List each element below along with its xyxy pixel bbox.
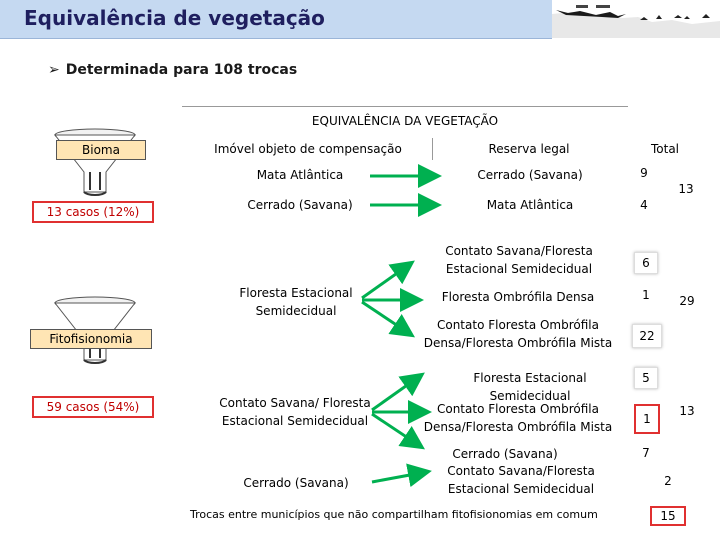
arrow-cerrado-fito bbox=[371, 463, 432, 488]
fito-g1-total: 29 bbox=[679, 294, 695, 308]
bioma-row2-n: 4 bbox=[640, 198, 648, 212]
header-band bbox=[0, 0, 552, 39]
fito-g2-target1: Floresta Estacional Semidecidual bbox=[473, 371, 587, 403]
fito-g3-total: 2 bbox=[664, 474, 672, 488]
col-head-total: Total bbox=[630, 138, 700, 160]
fito-g1-target2: Floresta Ombrófila Densa bbox=[441, 290, 595, 304]
bioma-row1-n: 9 bbox=[640, 166, 648, 180]
bullet-text: Determinada para 108 trocas bbox=[65, 62, 298, 78]
arrow-fes-1 bbox=[361, 260, 415, 300]
fito-g1-n3: 22 bbox=[632, 324, 662, 348]
bioma-row1-to: Cerrado (Savana) bbox=[477, 168, 583, 182]
fito-g2-source: Contato Savana/ Floresta Estacional Semi… bbox=[219, 396, 371, 428]
fito-g2-n2: 1 bbox=[634, 404, 660, 434]
fito-g1-n2: 1 bbox=[642, 288, 650, 302]
slide-title: Equivalência de vegetação bbox=[24, 6, 325, 30]
fito-g2-n3: 7 bbox=[642, 446, 650, 460]
footer-count: 15 bbox=[650, 506, 686, 526]
col-head-reserva: Reserva legal bbox=[434, 138, 624, 160]
fito-g1-target3: Contato Floresta Ombrófila Densa/Florest… bbox=[423, 318, 613, 350]
bullet-arrow-icon: ➢ bbox=[48, 62, 60, 78]
footer-note: Trocas entre municípios que não comparti… bbox=[190, 508, 598, 521]
fito-g2-total: 13 bbox=[679, 404, 695, 418]
fito-label: Fitofisionomia bbox=[30, 329, 152, 349]
fito-g3-target1: Contato Savana/Floresta Estacional Semid… bbox=[447, 464, 595, 496]
fito-g3-source: Cerrado (Savana) bbox=[243, 476, 349, 490]
bioma-total: 13 bbox=[678, 182, 694, 196]
fito-g2-n1: 5 bbox=[634, 367, 658, 389]
fito-g2-target3: Cerrado (Savana) bbox=[452, 447, 558, 461]
fito-g1-target1: Contato Savana/Floresta Estacional Semid… bbox=[445, 244, 593, 276]
funnel-icon bbox=[53, 128, 137, 196]
table-title: EQUIVALÊNCIA DA VEGETAÇÃO bbox=[182, 106, 628, 135]
landscape-silhouette-image bbox=[552, 0, 720, 38]
bioma-row2-to: Mata Atlântica bbox=[486, 198, 574, 212]
bioma-row1-from: Mata Atlântica bbox=[256, 168, 344, 182]
fito-g2-target2: Contato Floresta Ombrófila Densa/Florest… bbox=[423, 402, 613, 434]
bioma-row2-from: Cerrado (Savana) bbox=[247, 198, 353, 212]
bioma-label: Bioma bbox=[56, 140, 146, 160]
fito-cases: 59 casos (54%) bbox=[32, 396, 154, 418]
bullet-determinada: ➢ Determinada para 108 trocas bbox=[48, 62, 297, 78]
col-head-imovel: Imóvel objeto de compensação bbox=[184, 138, 433, 160]
fito-g1-n1: 6 bbox=[634, 252, 658, 274]
arrow-fes-3 bbox=[361, 300, 415, 338]
fito-g1-source: Floresta Estacional Semidecidual bbox=[239, 286, 353, 318]
bioma-cases: 13 casos (12%) bbox=[32, 201, 154, 223]
